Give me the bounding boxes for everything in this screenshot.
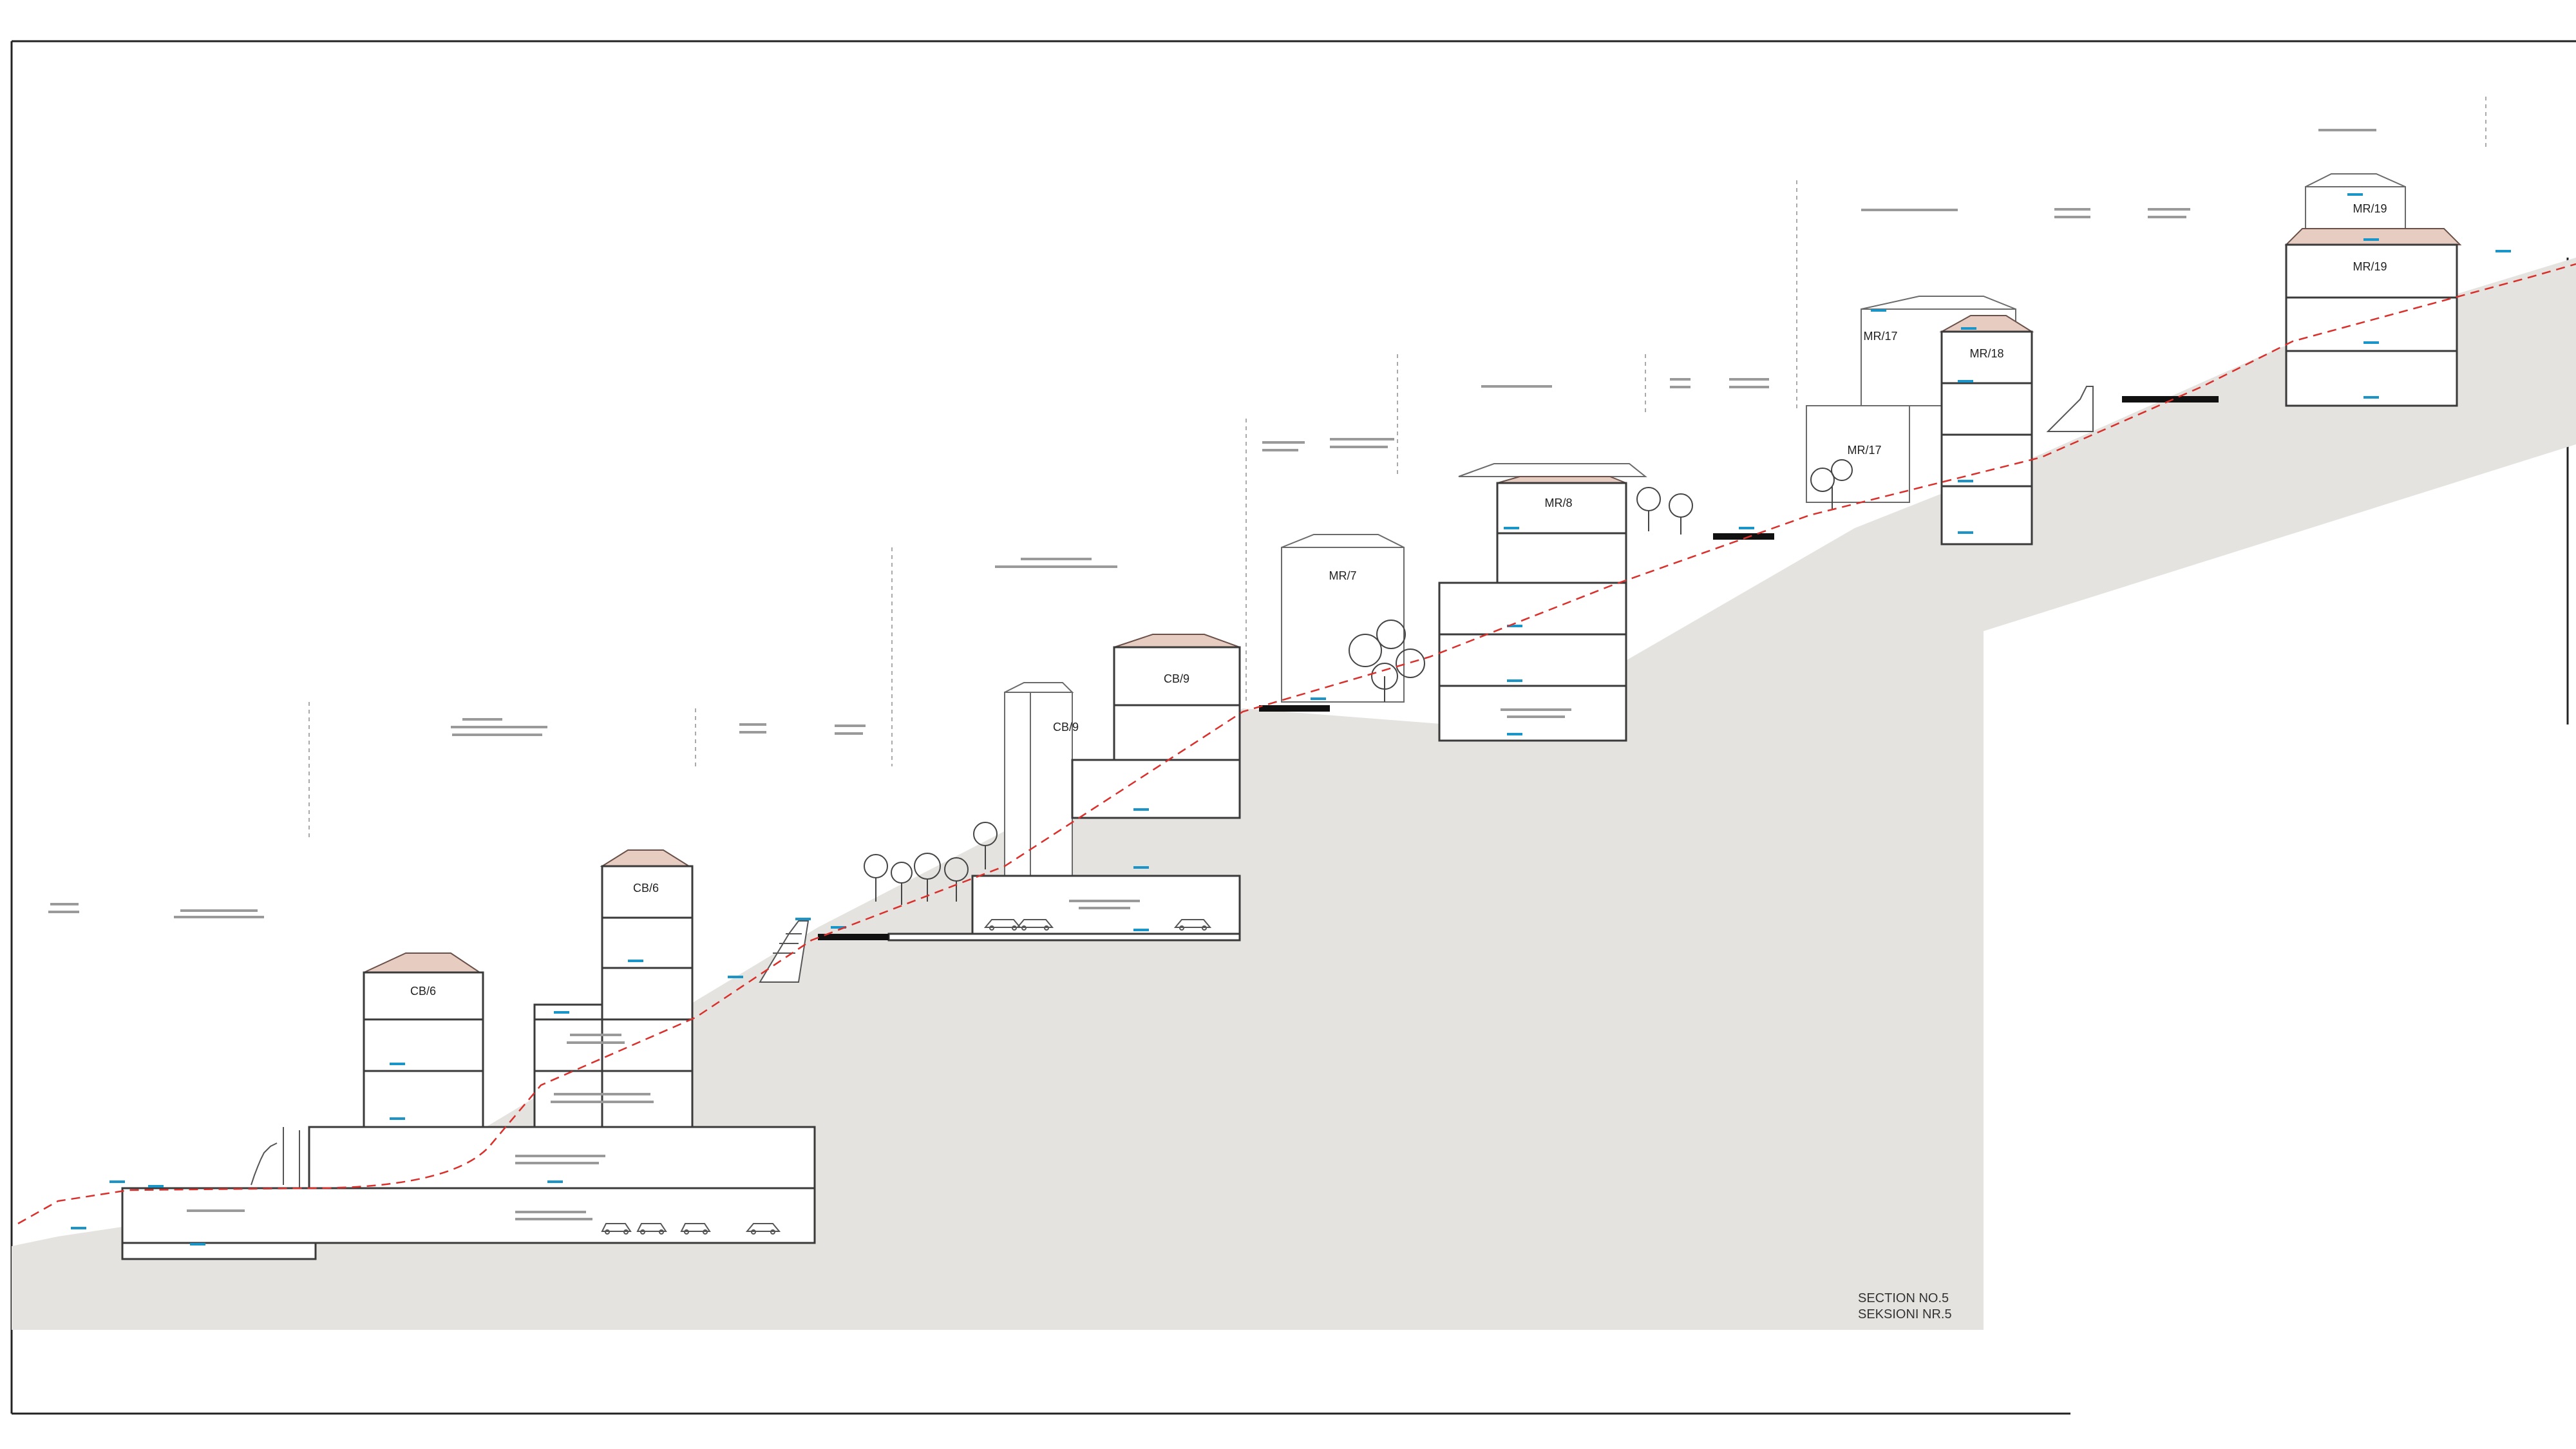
building-label: CB/6 xyxy=(410,985,436,998)
building-mr19: MR/19 xyxy=(2284,228,2462,407)
building-cb6-left: CB/6 xyxy=(363,952,484,1128)
paving-cut xyxy=(1259,705,1330,712)
entrance-stairs xyxy=(251,1127,300,1188)
building-label: MR/8 xyxy=(1544,497,1572,509)
building-label: MR/17 xyxy=(1847,444,1881,457)
paving-cut xyxy=(2122,396,2219,402)
building-mr19-top: MR/19 xyxy=(2305,173,2406,232)
building-label: MR/17 xyxy=(1863,330,1897,343)
reference-lines xyxy=(308,97,2486,837)
building-label: CB/9 xyxy=(1164,672,1189,685)
paving-cut xyxy=(1713,533,1774,540)
building-cb9-back: CB/9 xyxy=(1004,682,1079,883)
building-cb9-front: CB/9 xyxy=(887,634,1241,942)
building-label: MR/18 xyxy=(1969,347,2003,360)
tree-icon xyxy=(1349,620,1425,702)
building-mr7: MR/7 xyxy=(1259,534,1405,712)
building-label: MR/19 xyxy=(2353,202,2387,215)
building-cb6-right: CB/6 xyxy=(533,849,694,1128)
level-markers xyxy=(71,193,2511,1245)
exterior-stairs xyxy=(759,920,810,983)
section-title-line2: SEKSIONI NR.5 xyxy=(1858,1307,1952,1321)
car-icon xyxy=(601,1223,781,1235)
building-label: MR/7 xyxy=(1329,569,1356,582)
underground-parking xyxy=(121,1126,816,1260)
building-mr8: MR/8 xyxy=(1438,463,1647,742)
paving-cut xyxy=(818,934,889,940)
section-cut-line xyxy=(17,263,2576,1225)
building-label: MR/19 xyxy=(2353,260,2387,273)
tree-icon xyxy=(1810,459,1853,509)
retaining-wall xyxy=(2046,386,2094,432)
section-title-line1: SECTION NO.5 xyxy=(1858,1291,1949,1305)
annotation-notes xyxy=(48,129,2376,918)
car-icon xyxy=(983,919,1212,931)
building-mr18: MR/18 xyxy=(1939,315,2034,545)
section-title: SECTION NO.5 SEKSIONI NR.5 xyxy=(1858,1291,1952,1321)
building-label: CB/6 xyxy=(633,882,659,895)
building-mr17-front: MR/17 xyxy=(1806,405,1910,503)
building-label: CB/9 xyxy=(1053,721,1079,734)
tree-icon xyxy=(864,822,998,905)
tree-icon xyxy=(1636,487,1693,535)
